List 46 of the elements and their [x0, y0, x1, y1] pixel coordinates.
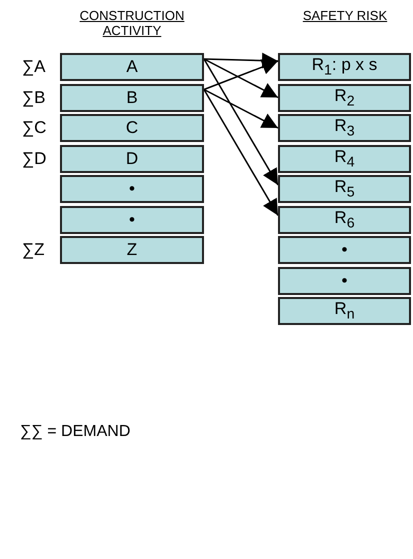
box-label: D [126, 148, 138, 168]
box-label: • [342, 240, 348, 260]
sum-label: ∑Z [22, 240, 45, 260]
box-label: R$_{3}$ [334, 116, 355, 140]
sum-label: ∑A [22, 57, 46, 77]
box-label: R$_{n}$ [334, 299, 355, 323]
arrow [204, 58, 278, 98]
box-label: R$_{5}$ [334, 177, 355, 201]
sum-label: ∑D [22, 148, 46, 168]
activity-box [60, 53, 204, 81]
activity-box [60, 144, 204, 172]
box-label: • [342, 270, 348, 290]
activity-box [60, 236, 204, 264]
risk-box [278, 266, 411, 294]
box-label: R$_{1}$: p x s [312, 55, 378, 79]
box-label: R$_{6}$ [334, 208, 355, 232]
box-label: • [129, 179, 135, 199]
risk-box [278, 144, 411, 172]
arrow [203, 89, 279, 216]
box-label: C [126, 118, 138, 138]
risk-box [278, 114, 411, 142]
column-heading: CONSTRUCTION ACTIVITY [78, 8, 186, 38]
arrow [203, 58, 279, 186]
risk-box [278, 297, 411, 325]
arrow [204, 52, 278, 69]
box-label: R$_{4}$ [334, 146, 355, 170]
column-heading: SAFETY RISK [302, 8, 388, 23]
activity-box [60, 175, 204, 203]
risk-box [278, 84, 411, 112]
risk-box [278, 206, 411, 234]
sum-label: ∑C [22, 118, 46, 138]
box-label: B [126, 88, 138, 108]
risk-box [278, 236, 411, 264]
sum-label: ∑B [22, 88, 46, 108]
box-label: R$_{2}$ [334, 86, 355, 110]
activity-box [60, 114, 204, 142]
activity-box [60, 206, 204, 234]
box-label: A [126, 57, 138, 77]
activity-box [60, 84, 204, 112]
box-label: • [129, 210, 135, 230]
risk-box [278, 53, 411, 81]
arrow [204, 88, 278, 129]
risk-box [278, 175, 411, 203]
note: ∑∑ = DEMAND [20, 424, 132, 439]
box-label: Z [126, 240, 138, 260]
arrow [204, 59, 278, 90]
